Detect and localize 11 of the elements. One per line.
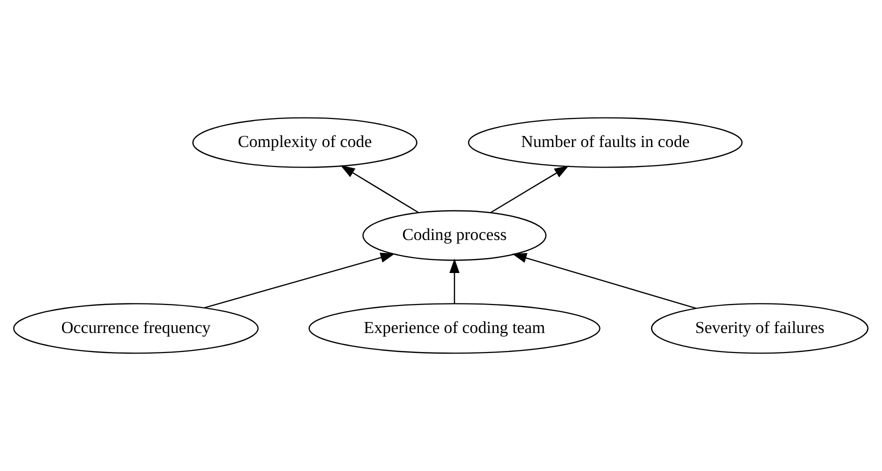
node-ellipse: Occurrence frequency: [13, 303, 259, 354]
arrow: [449, 258, 460, 304]
arrow: [204, 252, 395, 308]
arrow: [490, 166, 569, 214]
node-ellipse: Experience of coding team: [308, 303, 600, 354]
node-ellipse: Complexity of code: [192, 117, 418, 168]
node-ellipse: Severity of failures: [651, 303, 868, 354]
node-ellipse: Coding process: [362, 210, 547, 261]
arrow: [512, 253, 696, 309]
node-ellipse: Number of faults in code: [468, 117, 743, 168]
arrow: [340, 165, 419, 214]
